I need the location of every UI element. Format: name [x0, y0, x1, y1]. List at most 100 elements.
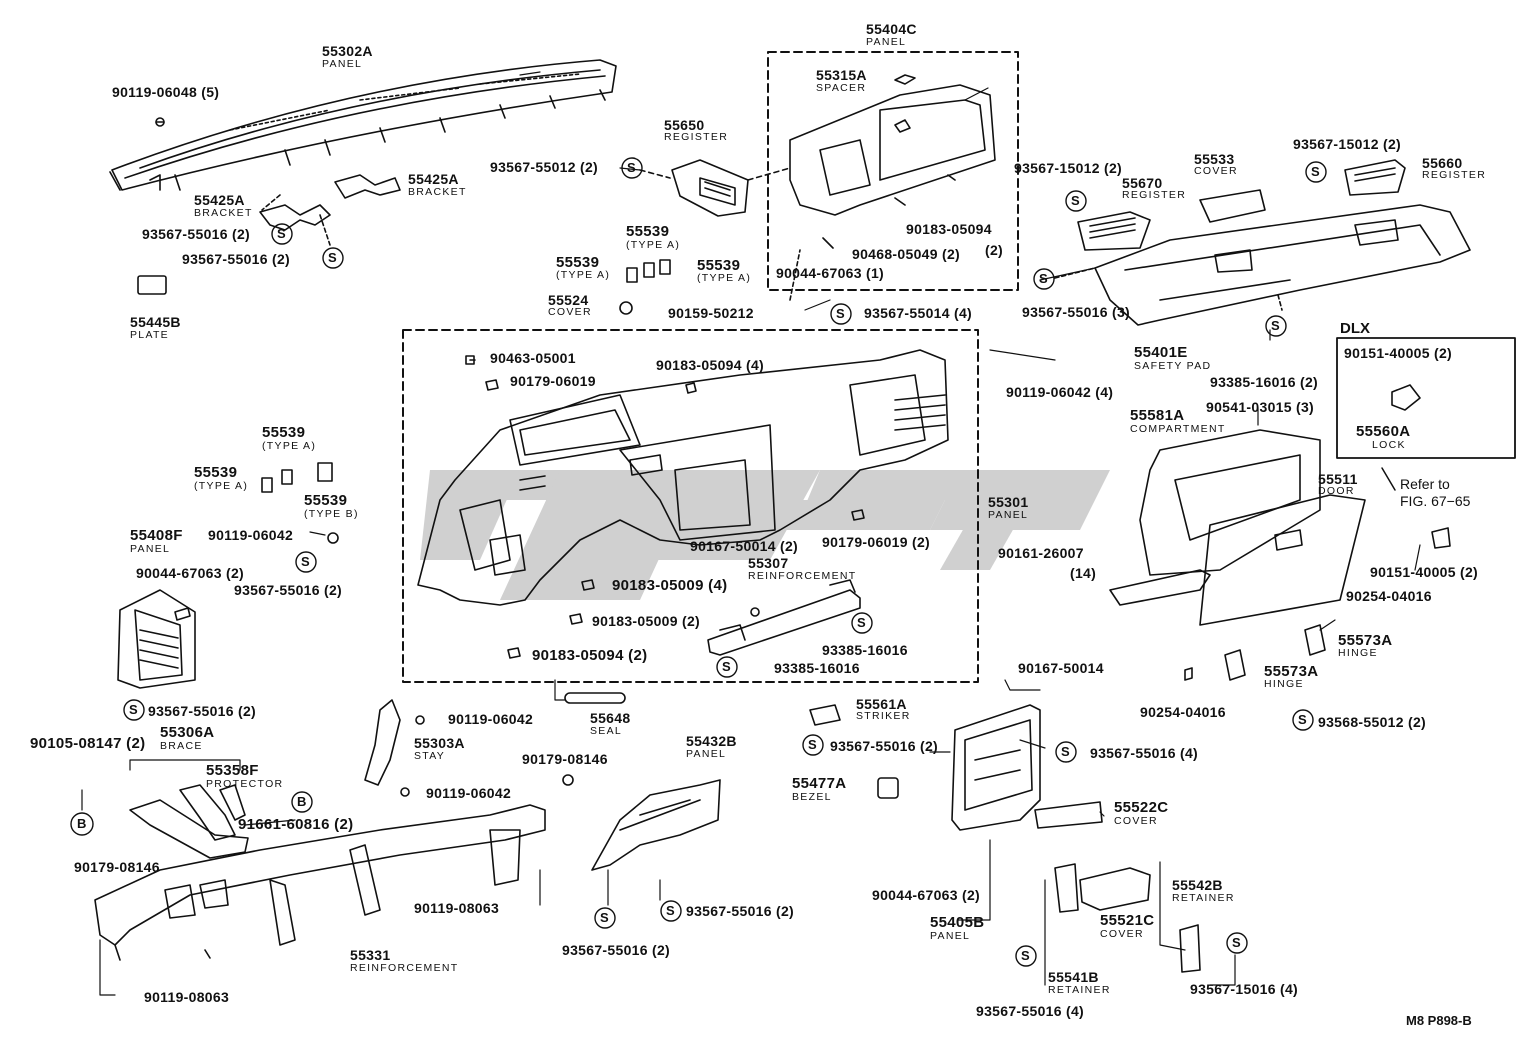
callout-91661-60816: 91661-60816 (2)	[238, 816, 354, 833]
desc-55405B: PANEL	[930, 930, 971, 942]
callout-90179-06019-a: 90179-06019	[510, 373, 596, 389]
callout-90167-50014-a: 90167-50014 (2)	[690, 538, 799, 554]
desc-55660: REGISTER	[1422, 169, 1487, 181]
desc-55425A-a: BRACKET	[194, 207, 253, 219]
callout-90254-04016-b: 90254-04016	[1140, 704, 1226, 720]
part-55306A-brace	[129, 784, 249, 859]
desc-55573A-b: HINGE	[1264, 678, 1304, 690]
callout-90151-40005-a: 90151-40005 (2)	[1344, 345, 1453, 361]
callout-90119-06042-b: 90119-06042	[208, 527, 294, 543]
callout-90179-08146-b: 90179-08146	[74, 859, 160, 875]
callout-55521C: 55521C	[1100, 912, 1155, 929]
watermark-logo	[420, 470, 1110, 600]
callout-55573A-b: 55573A	[1264, 663, 1319, 680]
part-55533-cover	[1199, 189, 1266, 223]
desc-55524: COVER	[548, 306, 592, 318]
symbol-b: B	[77, 816, 87, 831]
callout-90119-06048: 90119-06048 (5)	[112, 84, 220, 100]
symbol-s: S	[722, 659, 731, 674]
callout-55302A: 55302A	[322, 43, 373, 59]
part-55408F-panel	[117, 589, 196, 689]
part-55648-seal	[564, 692, 626, 704]
callout-55539-f: 55539	[304, 492, 348, 509]
leader-lines	[81, 71, 1421, 996]
part-55560A-lock	[1381, 384, 1451, 549]
callout-55539-c: 55539	[697, 257, 741, 274]
symbol-s: S	[301, 554, 310, 569]
desc-55539-e: (TYPE A)	[194, 480, 249, 492]
callout-55650: 55650	[664, 117, 705, 133]
callout-55561A: 55561A	[856, 696, 907, 712]
callout-55511: 55511	[1318, 471, 1358, 487]
callout-55541B: 55541B	[1048, 969, 1099, 985]
callout-93567-55016-a: 93567-55016 (2)	[142, 226, 251, 242]
part-55303A-stay	[364, 699, 425, 797]
desc-55315A: SPACER	[816, 82, 867, 94]
callout-55477A: 55477A	[792, 775, 847, 792]
desc-55560A: LOCK	[1372, 439, 1406, 451]
callout-55425A-a: 55425A	[194, 192, 245, 208]
callout-90183-05009-b: 90183-05009 (2)	[592, 613, 701, 629]
part-55307-reinforcement	[707, 579, 861, 656]
callout-93567-55016-c: 93567-55016 (3)	[1022, 304, 1131, 320]
desc-55331: REINFORCEMENT	[350, 962, 459, 974]
callout-55408F: 55408F	[130, 527, 183, 544]
callout-55358F: 55358F	[206, 762, 259, 779]
callout-55432B: 55432B	[686, 733, 737, 749]
desc-55404C: PANEL	[866, 36, 907, 48]
part-55432B-panel	[562, 774, 721, 871]
callout-55648: 55648	[590, 710, 631, 726]
desc-55648: SEAL	[590, 725, 623, 737]
part-55404C-panel	[789, 74, 996, 301]
symbol-s: S	[666, 903, 675, 918]
callout-55560A: 55560A	[1356, 423, 1411, 440]
callout-90167-50014-b: 90167-50014	[1018, 660, 1104, 676]
symbol-s: S	[1311, 164, 1320, 179]
group-boxes	[402, 51, 1019, 683]
callout-55303A: 55303A	[414, 735, 465, 751]
callout-93567-15012-b: 93567-15012 (2)	[1293, 136, 1402, 152]
box-dlx	[1336, 337, 1516, 459]
callout-55315A: 55315A	[816, 67, 867, 83]
symbol-s: S	[808, 737, 817, 752]
part-55650-register	[639, 159, 791, 217]
part-55539-clips-top	[619, 259, 671, 315]
callout-90254-04016-a: 90254-04016	[1346, 588, 1432, 604]
callout-55405B: 55405B	[930, 914, 985, 931]
desc-55358F: PROTECTOR	[206, 778, 284, 790]
symbol-s: S	[1271, 318, 1280, 333]
desc-55302A: PANEL	[322, 58, 363, 70]
callout-93385-16016-a: 93385-16016 (2)	[1210, 374, 1319, 390]
symbol-s: S	[129, 702, 138, 717]
callout-55401E: 55401E	[1134, 344, 1188, 361]
callout-90161-26007: 90161-26007	[998, 545, 1084, 561]
symbol-s: S	[1071, 193, 1080, 208]
callout-90179-06019-b: 90179-06019 (2)	[822, 534, 931, 550]
callout-93567-55016-i: 93567-55016 (2)	[562, 942, 671, 958]
desc-55650: REGISTER	[664, 131, 729, 143]
callout-55539-a: 55539	[626, 223, 670, 240]
callout-93567-55014: 93567-55014 (4)	[864, 305, 973, 321]
callout-55539-b: 55539	[556, 254, 600, 271]
fasteners-main	[465, 355, 865, 659]
box-55404C	[767, 51, 1019, 291]
symbol-s-markers	[70, 157, 1327, 967]
symbol-s: S	[857, 615, 866, 630]
desc-55432B: PANEL	[686, 748, 727, 760]
symbol-s: S	[328, 250, 337, 265]
desc-55306A: BRACE	[160, 740, 203, 752]
desc-55307: REINFORCEMENT	[748, 570, 857, 582]
callout-90179-08146-a: 90179-08146	[522, 751, 608, 767]
refer-line-2[interactable]: FIG. 67−65	[1400, 493, 1471, 509]
box-55301	[402, 329, 979, 683]
desc-55408F: PANEL	[130, 543, 171, 555]
symbol-s: S	[1298, 712, 1307, 727]
part-55401E-safety-pad	[1054, 204, 1471, 326]
callout-55306A: 55306A	[160, 724, 215, 741]
part-55542B-retainer	[1179, 924, 1201, 973]
desc-55670: REGISTER	[1122, 189, 1187, 201]
callout-90159-50212: 90159-50212	[668, 305, 754, 321]
callout-90044-67063-b: 90044-67063 (2)	[136, 565, 245, 581]
callout-55542B: 55542B	[1172, 877, 1223, 893]
